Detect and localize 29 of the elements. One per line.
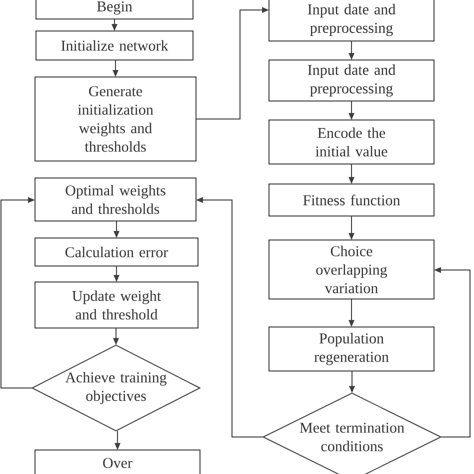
arrow [348, 298, 354, 327]
process-box: Input date and preprocessing [268, 0, 434, 42]
arrow [196, 197, 264, 438]
process-box: Fitness function [268, 184, 434, 216]
arrow [349, 370, 355, 393]
process-box: Choice overlapping variation [268, 240, 434, 300]
arrow [114, 220, 120, 238]
arrow [113, 328, 119, 345]
process-box: Calculation error [34, 238, 198, 266]
arrow [114, 266, 120, 282]
arrow [114, 430, 120, 450]
arrow [0, 197, 35, 388]
process-box: Over [34, 450, 200, 474]
arrow [348, 216, 354, 240]
process-box: Input date and preprocessing [268, 60, 434, 102]
arrow [112, 60, 118, 77]
process-box: Initialize network [36, 30, 194, 60]
arrow [348, 164, 354, 184]
arrow [434, 267, 470, 438]
process-box: Population regeneration [268, 326, 434, 372]
process-box: Generate initialization weights and thresholds [34, 76, 196, 162]
process-box: Update weight and threshold [34, 282, 198, 328]
arrow [196, 7, 269, 120]
process-box: Optimal weights and thresholds [34, 178, 196, 222]
process-box: Begin [36, 0, 194, 20]
arrow [112, 18, 118, 31]
arrow [348, 100, 354, 120]
arrow [348, 40, 354, 60]
process-box: Encode the initial value [268, 120, 434, 164]
